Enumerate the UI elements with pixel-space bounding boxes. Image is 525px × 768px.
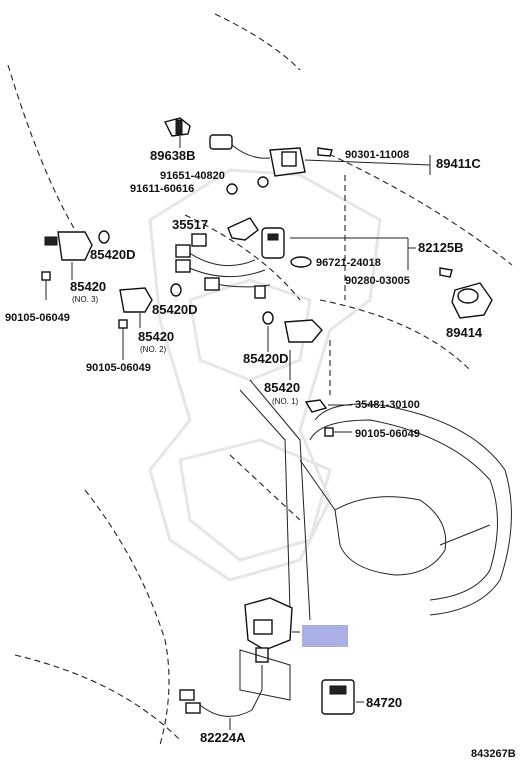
part-84720-icon <box>321 679 364 715</box>
label-96721-24018: 96721-24018 <box>316 257 381 269</box>
steering-wheel <box>299 403 512 616</box>
part-82224A-icon <box>179 665 263 730</box>
label-90280-03005: 90280-03005 <box>345 275 410 287</box>
label-89414: 89414 <box>446 325 483 340</box>
bolt-91651-icon <box>257 176 269 188</box>
part-89414-icon <box>451 282 493 319</box>
label-35481-30100: 35481-30100 <box>355 399 420 411</box>
solenoid-no1-icon <box>262 311 323 380</box>
label-85420D-c: 85420D <box>243 351 289 366</box>
label-no2: (NO. 2) <box>140 345 167 354</box>
bolt-90105-a-icon <box>41 271 51 300</box>
part-89638B-icon <box>163 117 191 148</box>
clip-90280-icon <box>439 267 453 278</box>
wire-harness <box>175 233 271 299</box>
label-90105-06049-a: 90105-06049 <box>5 312 70 324</box>
highlight-box[interactable] <box>302 625 348 647</box>
label-no1: (NO. 1) <box>272 397 299 406</box>
bolt-90105-b-icon <box>118 319 128 360</box>
steering-column <box>239 379 311 621</box>
solenoid-no3-icon <box>44 230 110 280</box>
solenoid-no2-icon <box>119 283 182 328</box>
label-89638B: 89638B <box>150 148 196 163</box>
label-no3: (NO. 3) <box>72 295 99 304</box>
label-85420-b: 85420 <box>138 329 174 344</box>
bracket-35517-icon <box>227 217 259 241</box>
label-85420D-b: 85420D <box>152 302 198 317</box>
label-85420-a: 85420 <box>70 279 106 294</box>
label-85420-c: 85420 <box>264 380 300 395</box>
label-90301-11008: 90301-11008 <box>345 149 409 161</box>
watermark-emblem <box>148 168 382 582</box>
bolt-90105-c-icon <box>324 427 352 437</box>
label-90105-06049-b: 90105-06049 <box>86 362 151 374</box>
bolt-91611-icon <box>226 183 238 195</box>
label-91611-60616: 91611-60616 <box>130 183 194 195</box>
label-82224A: 82224A <box>200 730 246 745</box>
label-82125B: 82125B <box>418 240 464 255</box>
label-85420D-a: 85420D <box>90 247 136 262</box>
part-82125B-icon <box>261 227 416 270</box>
label-90105-06049-c: 90105-06049 <box>355 428 420 440</box>
shift-switch-icon <box>239 597 300 701</box>
part-89411C-icon <box>209 134 431 177</box>
bracket-35481-icon <box>304 399 328 413</box>
label-91651-40820: 91651-40820 <box>160 170 225 182</box>
label-89411C: 89411C <box>436 156 481 171</box>
label-35517: 35517 <box>172 217 208 232</box>
label-84720: 84720 <box>366 695 402 710</box>
diagram-id: 843267B <box>471 748 516 760</box>
